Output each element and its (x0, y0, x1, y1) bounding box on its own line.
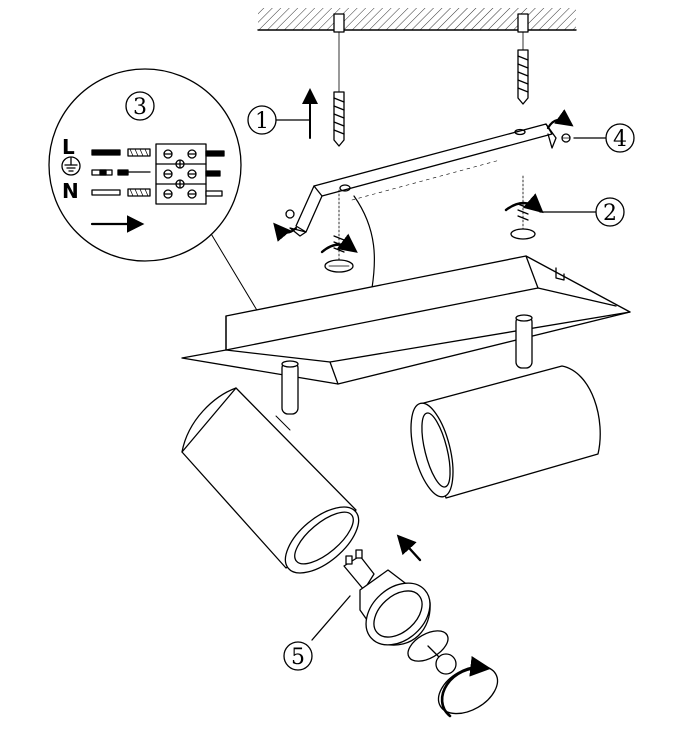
rotate-arrow-icon (440, 655, 492, 718)
drill-hole-right (517, 13, 529, 51)
step-2-number: 2 (603, 201, 617, 226)
rotate-arrow-icon (546, 109, 574, 130)
wiring-detail: 3 L N (48, 68, 259, 313)
step-5-number: 5 (291, 645, 305, 670)
wire-neutral (91, 188, 151, 197)
wire-live (91, 148, 151, 157)
step-2-callout: 2 (539, 197, 625, 227)
spot-arm-left (281, 360, 299, 415)
rotate-arrow-icon (320, 233, 358, 254)
wall-plug-icon (333, 91, 345, 147)
wire-earth (91, 169, 151, 176)
spotlight-head-right (410, 365, 601, 499)
spotlight-head-left (181, 387, 360, 574)
step-3-number: 3 (133, 95, 147, 120)
screw-icon (504, 175, 544, 240)
step-4-number: 4 (613, 127, 627, 152)
canopy-base (181, 255, 631, 385)
screw-icon (546, 109, 574, 143)
spot-arm-right (515, 314, 533, 369)
retaining-clip (407, 630, 499, 718)
step-1-callout: 1 (247, 88, 318, 139)
drill-hole-left (333, 13, 345, 93)
direction-arrow-icon (396, 534, 422, 562)
wall-plug-icon (517, 49, 529, 105)
neutral-label: N (62, 179, 79, 203)
step-1-number: 1 (255, 109, 269, 134)
screw-icon (320, 189, 358, 273)
mounting-bracket (289, 123, 557, 237)
rotate-arrow-icon (273, 222, 298, 242)
rotate-arrow-icon (504, 193, 544, 214)
terminal-block-icon (155, 143, 207, 205)
earth-symbol-icon (61, 156, 81, 176)
supply-cable (353, 195, 376, 289)
step-4-callout: 4 (573, 123, 635, 153)
screw-icon (273, 209, 298, 242)
live-label: L (62, 135, 75, 159)
step-5-callout: 5 (283, 595, 351, 671)
gu10-bulb-icon (343, 549, 431, 646)
